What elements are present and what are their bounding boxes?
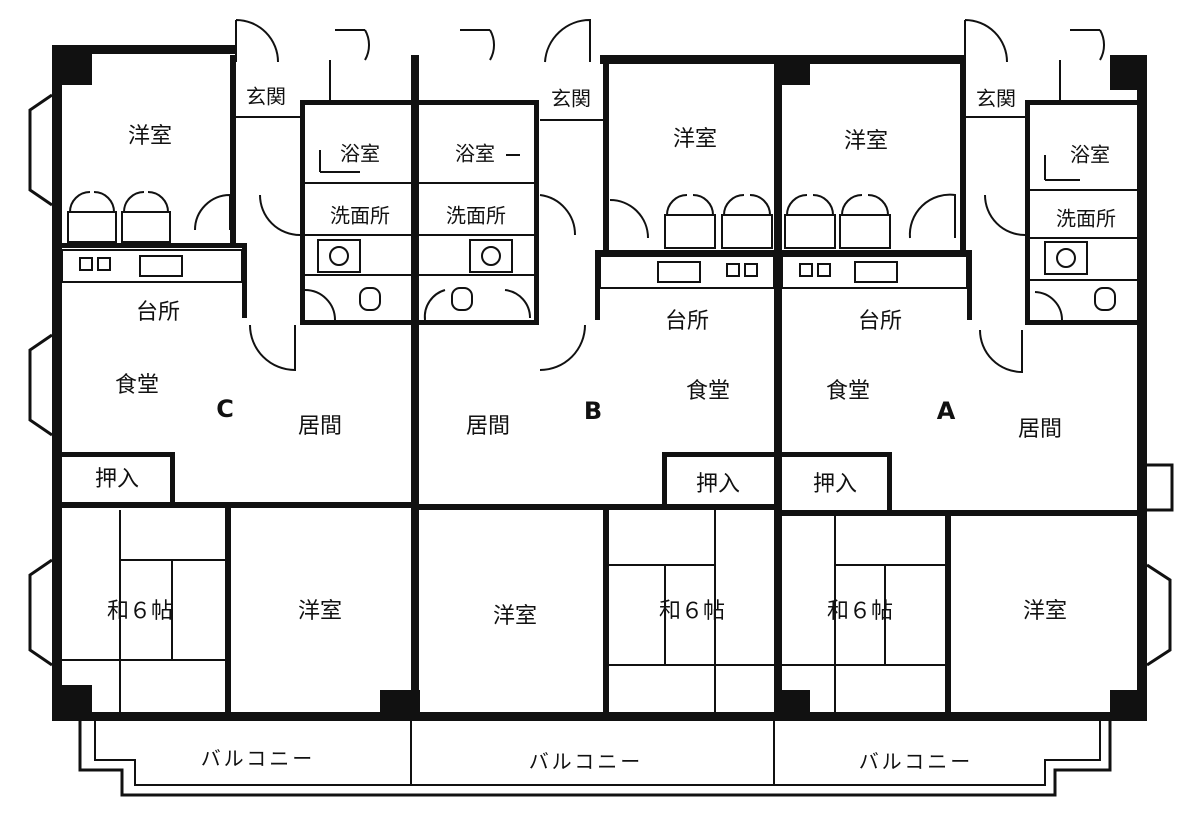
cabinets xyxy=(67,191,891,249)
unit-label: A xyxy=(937,397,956,425)
room-label-western-top: 洋室 xyxy=(673,127,717,152)
fixtures xyxy=(61,150,1116,321)
room-label-bath: 浴室 xyxy=(340,142,380,166)
room-label-dining: 食堂 xyxy=(826,379,870,404)
room-label-kitchen: 台所 xyxy=(665,309,709,334)
bay-windows xyxy=(28,93,1174,667)
unit-c-labels: 洋室 玄関 浴室 洗面所 台所 食堂 C 居間 押入 和６帖 洋室 バルコニー xyxy=(95,85,390,771)
room-label-closet: 押入 xyxy=(95,467,139,492)
doors xyxy=(194,18,1105,374)
room-label-washroom: 洗面所 xyxy=(446,204,506,228)
room-label-balcony: バルコニー xyxy=(201,747,316,771)
thin-lines xyxy=(62,60,1140,715)
room-label-entrance: 玄関 xyxy=(976,87,1016,111)
room-label-living: 居間 xyxy=(298,414,342,439)
room-label-entrance: 玄関 xyxy=(551,87,591,111)
room-label-japanese: 和６帖 xyxy=(107,599,173,624)
room-label-washroom: 洗面所 xyxy=(1056,207,1116,231)
unit-label: C xyxy=(216,395,234,423)
room-label-japanese: 和６帖 xyxy=(827,599,893,624)
unit-b-labels: 洋室 玄関 浴室 洗面所 台所 食堂 B 居間 押入 和６帖 洋室 バルコニー xyxy=(446,87,740,774)
room-label-western-bottom: 洋室 xyxy=(1023,599,1067,624)
room-label-living: 居間 xyxy=(1018,417,1062,442)
room-label-bath: 浴室 xyxy=(455,142,495,166)
room-label-kitchen: 台所 xyxy=(136,300,180,325)
outer-walls xyxy=(52,45,1147,721)
interior-walls xyxy=(62,55,1143,717)
room-label-japanese: 和６帖 xyxy=(659,599,725,624)
room-label-balcony: バルコニー xyxy=(529,750,644,774)
room-label-kitchen: 台所 xyxy=(858,309,902,334)
room-label-bath: 浴室 xyxy=(1070,143,1110,167)
balcony-outline xyxy=(78,721,1112,797)
room-label-washroom: 洗面所 xyxy=(330,204,390,228)
room-label-entrance: 玄関 xyxy=(246,85,286,109)
room-label-western-bottom: 洋室 xyxy=(493,604,537,629)
room-label-western-top: 洋室 xyxy=(844,129,888,154)
unit-label: B xyxy=(584,397,602,425)
room-label-western-bottom: 洋室 xyxy=(298,599,342,624)
room-label-balcony: バルコニー xyxy=(859,750,974,774)
room-label-closet: 押入 xyxy=(813,472,857,497)
room-label-dining: 食堂 xyxy=(115,373,159,398)
room-label-western-top: 洋室 xyxy=(128,124,172,149)
room-label-closet: 押入 xyxy=(696,472,740,497)
party-walls xyxy=(411,55,782,720)
room-label-living: 居間 xyxy=(466,414,510,439)
unit-a-labels: 洋室 玄関 浴室 洗面所 台所 食堂 A 居間 押入 和６帖 洋室 バルコニー xyxy=(813,87,1116,774)
room-label-dining: 食堂 xyxy=(686,379,730,404)
